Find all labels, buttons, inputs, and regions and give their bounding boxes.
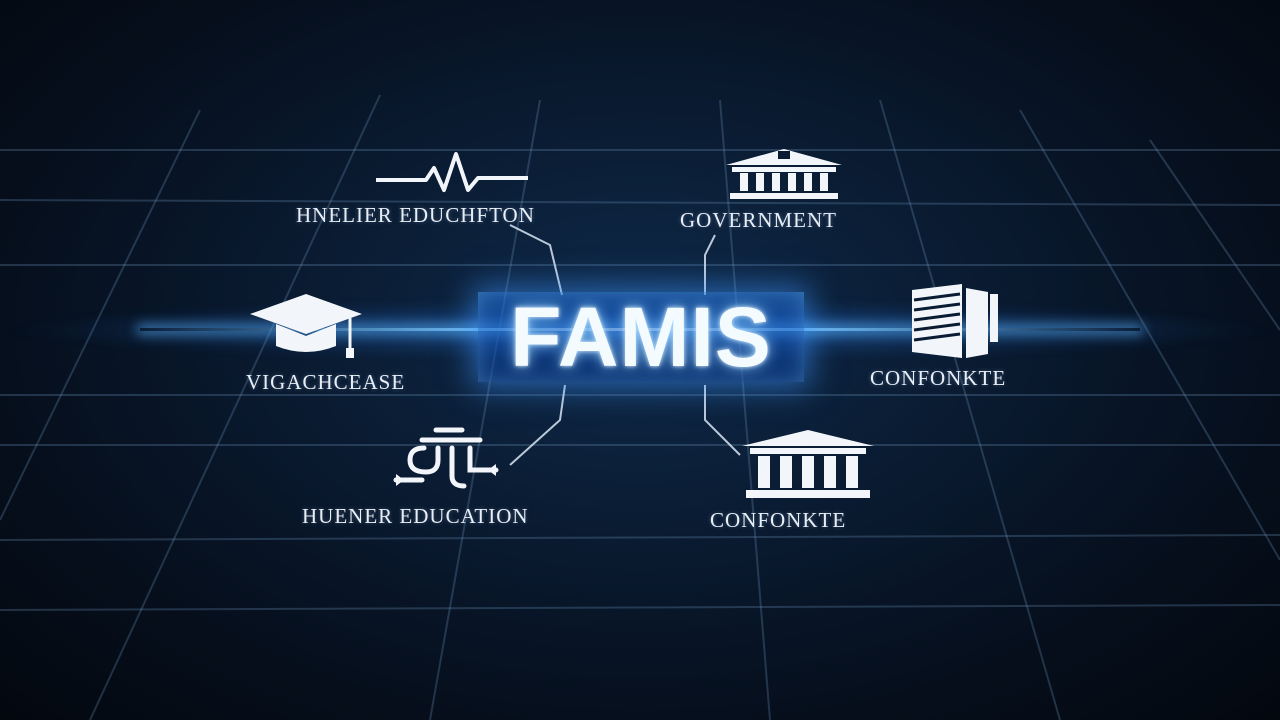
node-label-graduation: VIGACHCEASE bbox=[246, 370, 406, 394]
node-label-columns: CONFONKTE bbox=[710, 508, 847, 532]
center-title: FAMIS bbox=[510, 289, 772, 384]
heartbeat-icon bbox=[376, 152, 528, 192]
node-label-document: CONFONKTE bbox=[870, 366, 1007, 390]
node-label-pipes: HUENER EDUCATION bbox=[302, 504, 529, 528]
node-label-government: GOVERNMENT bbox=[680, 208, 837, 232]
pipes-icon bbox=[393, 427, 499, 489]
node-label-heartbeat: HNELIER EDUCHFTON bbox=[296, 203, 535, 227]
document-stack-icon bbox=[912, 284, 998, 358]
graduation-cap-icon bbox=[250, 294, 362, 358]
government-building-icon bbox=[726, 149, 842, 199]
center-highlight-box bbox=[478, 292, 804, 382]
columns-building-icon bbox=[742, 430, 874, 498]
